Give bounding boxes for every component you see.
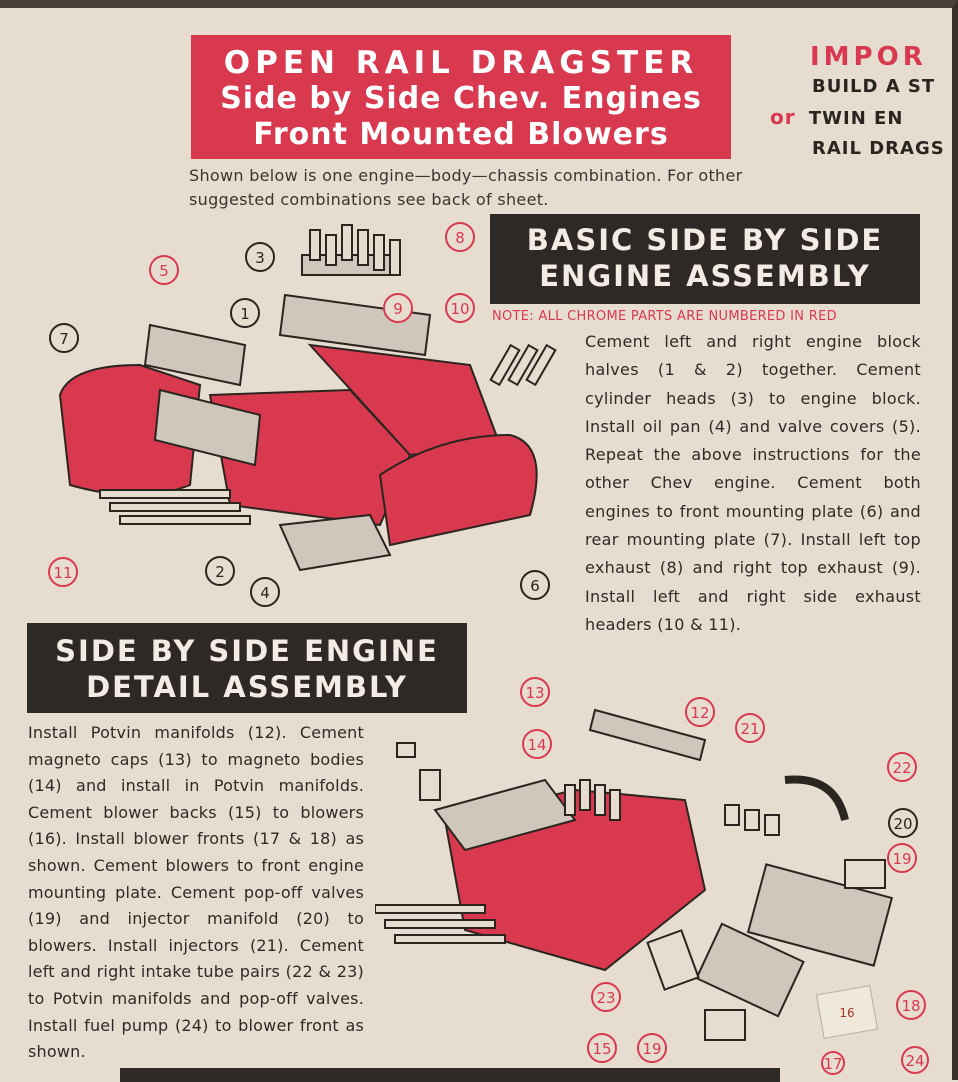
bottom-bar [120,1068,780,1082]
svg-text:17: 17 [823,1055,842,1073]
side-exhaust-right [489,343,557,387]
svg-text:3: 3 [255,249,265,267]
callout-22: 22 [887,752,917,782]
callout-7: 7 [49,323,79,353]
svg-text:14: 14 [527,736,546,754]
callout-20: 20 [888,808,918,838]
or-label: or [770,105,796,129]
title-line-3: Front Mounted Blowers [253,117,669,152]
callout-19-bottom: 19 [637,1033,667,1063]
injectors [564,779,780,836]
svg-text:8: 8 [455,229,465,247]
basic-assembly-heading: BASIC SIDE BY SIDE ENGINE ASSEMBLY [490,214,920,304]
side-note-line-3: RAIL DRAGS [812,138,945,159]
oil-pan-part [278,513,392,572]
side-note-line-1: BUILD A ST [812,76,936,97]
callout-8: 8 [445,222,475,252]
svg-text:20: 20 [893,815,912,833]
callout-2: 2 [205,556,235,586]
fuel-pump [704,1009,746,1041]
callout-10: 10 [445,293,475,323]
side-note-line-2: TWIN EN [808,108,904,129]
chrome-parts-note: NOTE: ALL CHROME PARTS ARE NUMBERED IN R… [492,309,837,324]
svg-text:7: 7 [59,330,69,348]
intro-text: Shown below is one engine—body—chassis c… [189,166,743,209]
basic-heading-line-2: ENGINE ASSEMBLY [539,259,871,293]
callout-13: 13 [520,677,550,707]
callout-14: 14 [522,729,552,759]
pop-off-valve [844,859,886,889]
basic-heading-line-1: BASIC SIDE BY SIDE [526,223,884,257]
potvin-manifold [588,708,707,762]
intake-tube [784,775,849,821]
callout-4: 4 [250,577,280,607]
side-pipes [375,904,506,944]
svg-text:22: 22 [892,759,911,777]
svg-text:5: 5 [159,262,169,280]
svg-text:23: 23 [596,989,615,1007]
valve-cover-part [143,323,247,387]
basic-engine-diagram: 3 1 7 2 4 6 5 8 9 10 11 [48,222,557,607]
svg-text:4: 4 [260,584,270,602]
title-line-1: OPEN RAIL DRAGSTER [223,45,699,81]
callout-23: 23 [591,982,621,1012]
basic-callouts: 3 1 7 2 4 6 5 8 9 10 11 [48,222,550,607]
detail-assembly-heading: SIDE BY SIDE ENGINE DETAIL ASSEMBLY [27,623,467,713]
price-sticker: 16 [816,985,878,1039]
important-label: IMPOR [810,42,927,72]
svg-text:24: 24 [905,1052,924,1070]
svg-text:12: 12 [690,704,709,722]
title-line-2: Side by Side Chev. Engines [220,81,702,116]
svg-text:13: 13 [525,684,544,702]
detail-engine-diagram: 16 13 12 14 21 22 20 19 23 18 15 19 17 2… [375,677,929,1075]
callout-21: 21 [735,713,765,743]
detail-heading-line-2: DETAIL ASSEMBLY [86,670,408,704]
svg-text:19: 19 [892,850,911,868]
detail-heading-line-1: SIDE BY SIDE ENGINE [55,634,439,668]
callout-24: 24 [901,1046,929,1074]
svg-text:15: 15 [592,1040,611,1058]
magneto-body [419,769,441,801]
svg-text:1: 1 [240,305,250,323]
callout-6: 6 [520,570,550,600]
side-note: IMPOR BUILD A ST or TWIN EN RAIL DRAGS [770,42,958,164]
svg-text:2: 2 [215,563,225,581]
title-banner: OPEN RAIL DRAGSTER Side by Side Chev. En… [191,35,731,159]
front-mounting-plate [378,433,538,547]
svg-text:11: 11 [53,564,72,582]
top-exhaust-part [301,224,401,276]
svg-text:9: 9 [393,300,403,318]
callout-12: 12 [685,697,715,727]
blower-part [746,863,894,967]
magneto-cap [396,742,416,758]
callout-3: 3 [245,242,275,272]
detail-assembly-instructions: Install Potvin manifolds (12). Cement ma… [28,723,364,1062]
callout-18: 18 [896,990,926,1020]
callout-11: 11 [48,557,78,587]
callout-5: 5 [149,255,179,285]
svg-text:18: 18 [901,997,920,1015]
callout-17: 17 [821,1051,845,1075]
callout-1: 1 [230,298,260,328]
callout-15: 15 [587,1033,617,1063]
svg-text:21: 21 [740,720,759,738]
detail-callouts: 13 12 14 21 22 20 19 23 18 15 19 17 24 [520,677,929,1075]
svg-text:6: 6 [530,577,540,595]
svg-text:10: 10 [450,300,469,318]
svg-text:19: 19 [642,1040,661,1058]
sticker-text: 16 [839,1006,854,1020]
basic-assembly-instructions: Cement left and right engine block halve… [585,332,921,634]
callout-9: 9 [383,293,413,323]
side-exhaust-left [99,489,251,525]
callout-19-top: 19 [887,843,917,873]
